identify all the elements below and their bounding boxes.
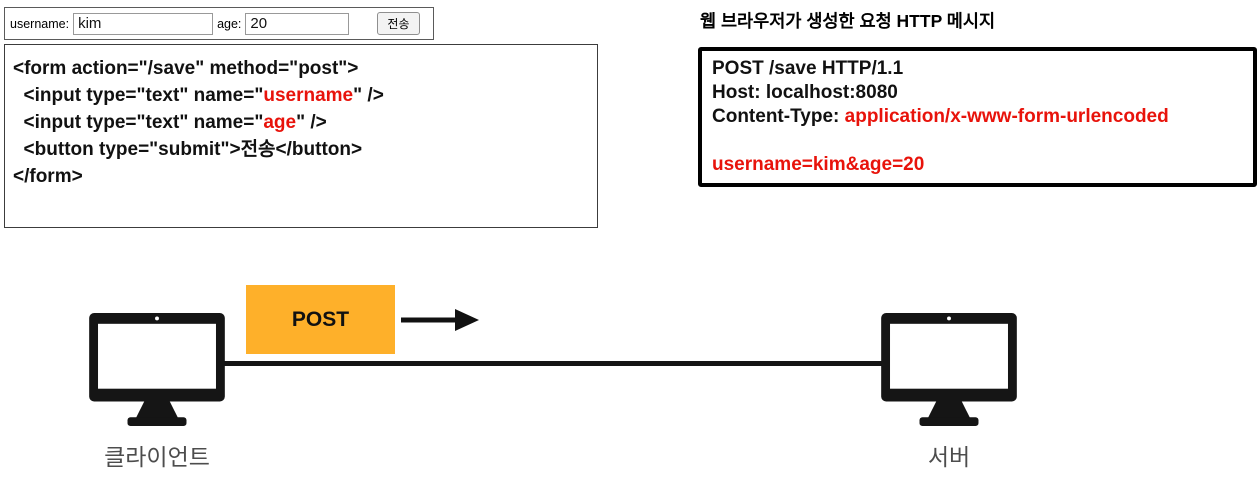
- client-monitor-icon: [89, 313, 225, 427]
- code-highlight: age: [263, 112, 297, 133]
- code-highlight: username: [263, 85, 354, 106]
- http-line: [712, 129, 1243, 153]
- client-label: 클라이언트: [104, 444, 210, 470]
- code-text: <input type="text" name=": [13, 112, 264, 133]
- age-input[interactable]: [245, 12, 350, 35]
- http-line: Host: localhost:8080: [712, 81, 1243, 105]
- http-line: Content-Type: application/x-www-form-url…: [712, 105, 1243, 129]
- code-text: <button type="submit">전송</button>: [13, 139, 363, 160]
- code-text: <input type="text" name=": [13, 85, 264, 106]
- http-text: Host: localhost:8080: [712, 82, 898, 103]
- username-label: username:: [10, 16, 70, 31]
- code-line: <form action="/save" method="post">: [13, 55, 589, 82]
- demo-form: username: age: 전송: [4, 7, 434, 40]
- post-method-box: POST: [246, 285, 395, 354]
- connection-line: [150, 361, 960, 366]
- http-message-box: POST /save HTTP/1.1 Host: localhost:8080…: [698, 47, 1257, 187]
- code-line: <input type="text" name="username" />: [13, 82, 589, 109]
- code-text: </form>: [13, 166, 83, 187]
- http-highlight: application/x-www-form-urlencoded: [844, 106, 1169, 127]
- http-line: username=kim&age=20: [712, 153, 1243, 177]
- arrow-right-icon: [401, 309, 479, 331]
- form-code-block: <form action="/save" method="post"> <inp…: [4, 44, 598, 228]
- http-highlight: username=kim&age=20: [712, 154, 925, 175]
- submit-button[interactable]: 전송: [377, 12, 420, 35]
- username-input[interactable]: [73, 12, 214, 35]
- code-text: <form action="/save" method="post">: [13, 58, 359, 79]
- http-message-title: 웹 브라우저가 생성한 요청 HTTP 메시지: [700, 11, 996, 31]
- code-text: " />: [353, 85, 384, 106]
- server-label: 서버: [927, 444, 971, 470]
- code-line: </form>: [13, 163, 589, 190]
- http-line: POST /save HTTP/1.1: [712, 57, 1243, 81]
- http-text: Content-Type:: [712, 106, 845, 127]
- http-text: POST /save HTTP/1.1: [712, 58, 904, 79]
- server-monitor-icon: [881, 313, 1017, 427]
- post-label: POST: [291, 307, 350, 331]
- code-text: " />: [296, 112, 327, 133]
- age-label: age:: [217, 16, 242, 31]
- code-line: <button type="submit">전송</button>: [13, 136, 589, 163]
- code-line: <input type="text" name="age" />: [13, 109, 589, 136]
